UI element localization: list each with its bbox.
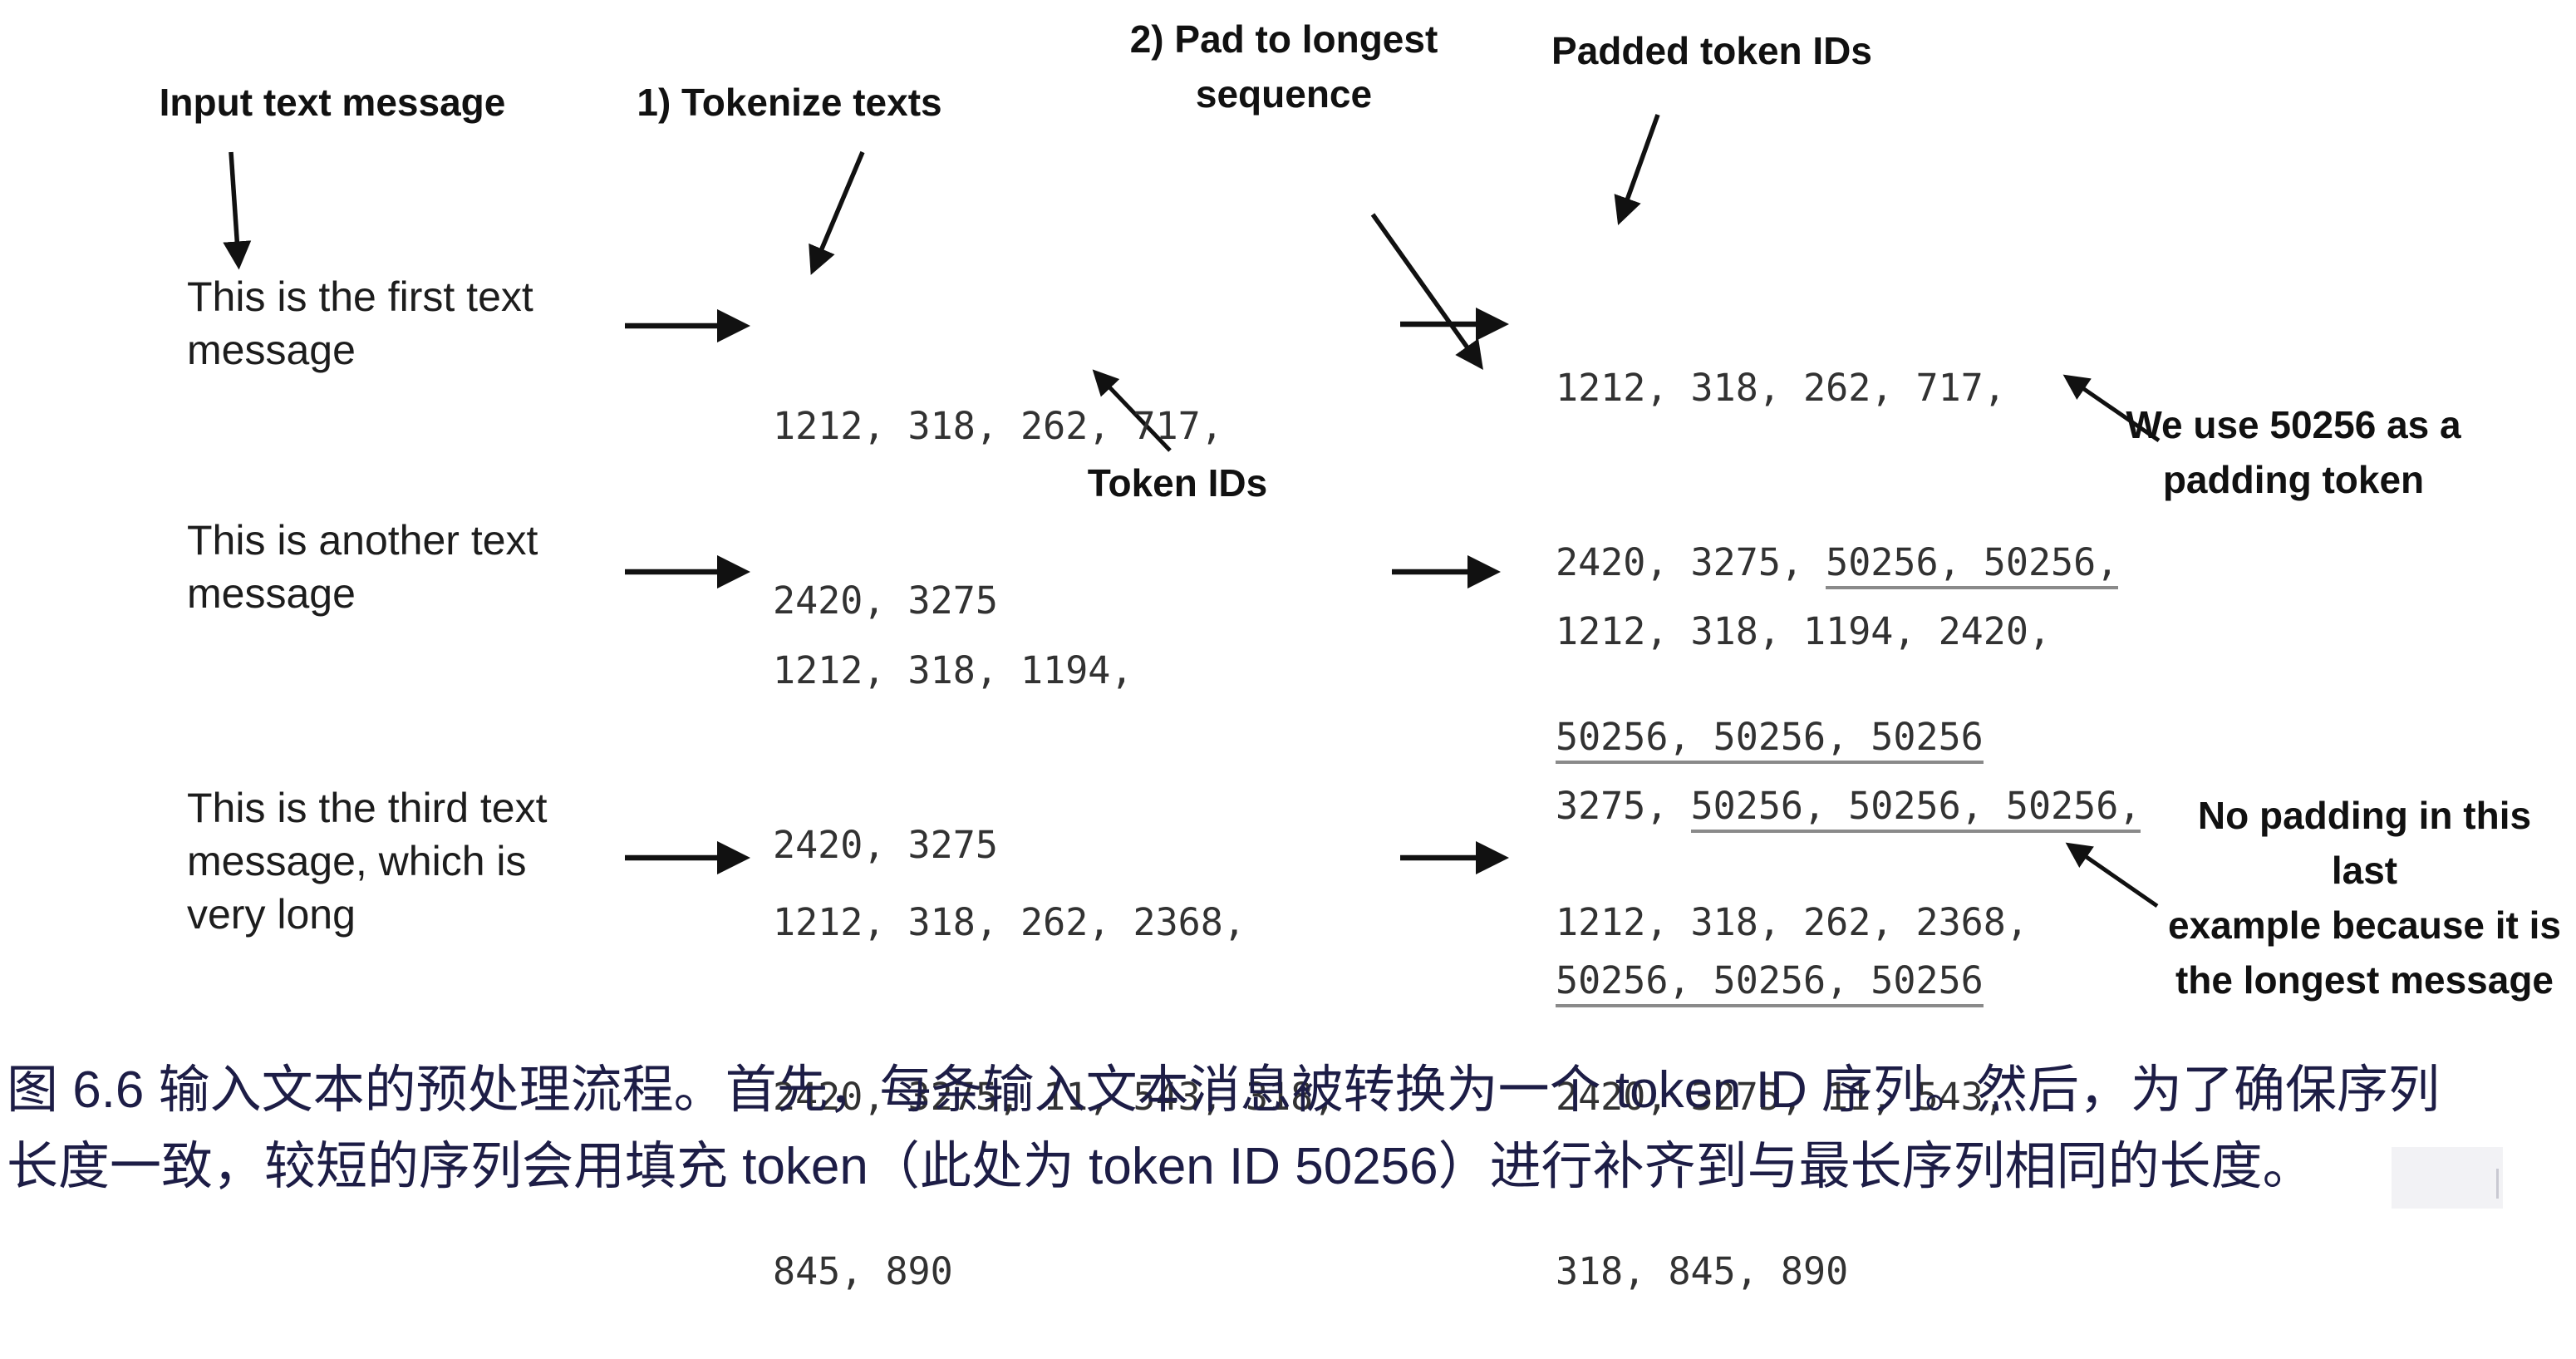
padded-plain: 2420, 3275, <box>1556 540 1826 584</box>
padded-line: 50256, 50256, 50256 <box>1556 708 2118 766</box>
padded-underlined: 50256, 50256, 50256 <box>1556 715 1984 764</box>
padded-underlined: 50256, 50256, 50256, <box>1690 784 2141 833</box>
figure-caption: 图 6.6 输入文本的预处理流程。首先，每条输入文本消息被转换为一个 token… <box>7 1052 2573 1205</box>
token-line: 2420, 3275 <box>773 579 998 623</box>
padded-token-ids-2: 1212, 318, 1194, 2420, 3275, 50256, 5025… <box>1556 486 2141 1068</box>
label-input-text-message: Input text message <box>159 81 506 124</box>
input-message-1: This is the first text message <box>187 270 533 377</box>
caption-line-1: 图 6.6 输入文本的预处理流程。首先，每条输入文本消息被转换为一个 token… <box>7 1061 2440 1119</box>
message-line: message <box>187 570 356 617</box>
label-pad-to-longest: 2) Pad to longest sequence <box>1076 12 1492 121</box>
label-tokenize-texts: 1) Tokenize texts <box>637 81 942 124</box>
screen-artifact-tick <box>2496 1169 2499 1199</box>
padded-underlined: 50256, 50256, 50256 <box>1556 958 1984 1007</box>
message-line: message <box>187 327 356 373</box>
padded-plain: 3275, <box>1556 784 1691 828</box>
padded-line: 3275, 50256, 50256, 50256, <box>1556 777 2141 835</box>
annotation-line: the longest message <box>2175 958 2554 1002</box>
padding-token-annotation: We use 50256 as a padding token <box>2077 397 2510 507</box>
token-ids-2: 1212, 318, 1194, 2420, 3275 <box>773 525 1133 933</box>
message-line: This is another text <box>187 517 538 564</box>
padded-plain: 2420, 3275, 11, 543, <box>1556 1075 2006 1119</box>
token-line: 1212, 318, 262, 717, <box>773 404 1223 448</box>
padded-plain: 318, 845, 890 <box>1556 1249 1849 1293</box>
arrow-pad-label-to-padded <box>1370 213 1483 370</box>
screen-artifact-box <box>2392 1147 2503 1209</box>
padded-line: 2420, 3275, 50256, 50256, <box>1556 534 2119 592</box>
padded-plain: 1212, 318, 1194, 2420, <box>1556 609 2052 653</box>
arrow-tokenize-label-to-tokens <box>809 150 865 275</box>
padded-token-ids-1: 1212, 318, 262, 717, 2420, 3275, 50256, … <box>1556 243 2119 825</box>
padded-line: 1212, 318, 1194, 2420, <box>1556 603 2141 661</box>
label-pad-line2: sequence <box>1195 72 1373 116</box>
message-line: This is the third text <box>187 785 548 831</box>
label-padded-token-ids: Padded token IDs <box>1551 29 1872 72</box>
padded-line: 318, 845, 890 <box>1556 1243 2028 1301</box>
arrow-paddedids-label-to-padded <box>1614 114 1660 226</box>
figure-page: { "header": { "input_label": "Input text… <box>7 12 2573 1293</box>
padded-line: 1212, 318, 262, 2368, <box>1556 894 2028 952</box>
annotation-line: We use 50256 as a <box>2126 403 2461 446</box>
padded-line: 2420, 3275, 11, 543, <box>1556 1068 2028 1126</box>
arrow-input-label-to-message <box>223 151 252 270</box>
padded-plain: 1212, 318, 262, 2368, <box>1556 900 2028 944</box>
input-message-2: This is another text message <box>187 514 538 620</box>
token-line: 2420, 3275 <box>773 823 998 867</box>
padded-line: 50256, 50256, 50256 <box>1556 952 2141 1010</box>
caption-line-2: 长度一致，较短的序列会用填充 token（此处为 token ID 50256）… <box>7 1138 2314 1195</box>
token-ids-annotation: Token IDs <box>1087 461 1268 505</box>
label-pad-line1: 2) Pad to longest <box>1129 17 1438 61</box>
no-padding-annotation: No padding in this last example because … <box>2167 788 2562 1007</box>
annotation-line: padding token <box>2162 458 2425 501</box>
token-line: 1212, 318, 262, 2368, <box>773 900 1246 944</box>
token-line: 2420, 3275, 11, 543, 318, <box>773 1075 1336 1119</box>
message-line: very long <box>187 891 356 938</box>
message-line: This is the first text <box>187 273 533 320</box>
annotation-line: No padding in this last <box>2197 794 2532 892</box>
annotation-line: example because it is <box>2167 904 2562 947</box>
token-line: 1212, 318, 1194, <box>773 648 1133 692</box>
padded-underlined: 50256, 50256, <box>1826 540 2119 589</box>
message-line: message, which is <box>187 838 527 884</box>
input-message-3: This is the third text message, which is… <box>187 781 548 941</box>
padded-line: 1212, 318, 262, 717, <box>1556 359 2118 417</box>
token-ids-1: 1212, 318, 262, 717, 2420, 3275 <box>773 281 1223 688</box>
token-line: 845, 890 <box>773 1249 953 1293</box>
padded-plain: 1212, 318, 262, 717, <box>1556 366 2006 410</box>
